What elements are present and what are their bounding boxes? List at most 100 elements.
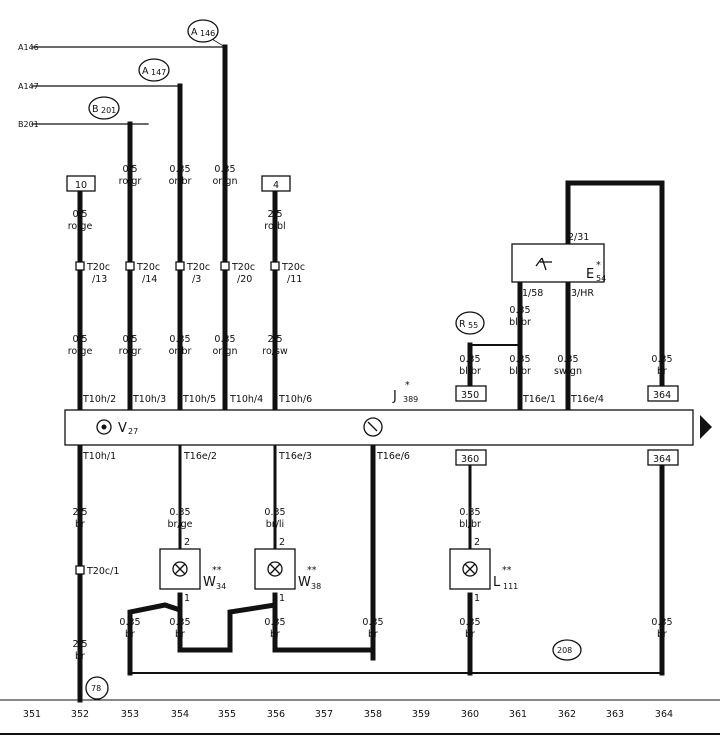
- svg-text:350: 350: [461, 390, 479, 401]
- module-v-label: V: [118, 421, 127, 436]
- svg-text:356: 356: [267, 709, 285, 720]
- svg-text:0.35: 0.35: [459, 507, 480, 518]
- ref-box-364-bottom: 364: [647, 449, 679, 466]
- svg-text:0.35: 0.35: [169, 164, 190, 175]
- module-v-sub: 27: [128, 427, 138, 436]
- svg-text:bl/br: bl/br: [509, 366, 531, 377]
- svg-text:362: 362: [558, 709, 576, 720]
- lamp-w38: 2 1 W 38 **: [254, 537, 321, 604]
- svg-text:or/gn: or/gn: [213, 176, 238, 187]
- svg-text:br: br: [270, 629, 280, 640]
- svg-text:0.35: 0.35: [459, 617, 480, 628]
- svg-text:T10h/2: T10h/2: [82, 394, 116, 405]
- ref-circle-208: 208: [552, 639, 582, 661]
- svg-text:359: 359: [412, 709, 430, 720]
- svg-text:0.35: 0.35: [169, 334, 190, 345]
- svg-text:br: br: [657, 366, 667, 377]
- svg-text:357: 357: [315, 709, 333, 720]
- svg-text:363: 363: [606, 709, 624, 720]
- svg-text:2: 2: [279, 537, 285, 548]
- conn-a146-text: A146: [18, 43, 39, 52]
- svg-text:364: 364: [653, 454, 671, 465]
- grid-numbers: 351 352 353 354 355 356 357 358 359 360 …: [23, 709, 673, 720]
- wire-w38-return: [272, 602, 376, 661]
- svg-text:br: br: [175, 629, 185, 640]
- ground-circle-78: 78: [85, 676, 109, 700]
- svg-text:**: **: [307, 565, 317, 576]
- svg-text:364: 364: [655, 709, 673, 720]
- switch-e54: 2/31 1/58 3/HR E 54 *: [511, 232, 606, 299]
- svg-text:0.5: 0.5: [72, 209, 87, 220]
- svg-text:54: 54: [596, 274, 606, 283]
- svg-text:0.35: 0.35: [459, 354, 480, 365]
- svg-text:T20c: T20c: [231, 262, 255, 273]
- svg-text:0.35: 0.35: [557, 354, 578, 365]
- svg-text:78: 78: [91, 684, 101, 693]
- svg-text:0.35: 0.35: [264, 617, 285, 628]
- svg-text:or/gn: or/gn: [213, 346, 238, 357]
- svg-text:352: 352: [71, 709, 89, 720]
- svg-text:E: E: [586, 267, 594, 282]
- svg-text:2: 2: [184, 537, 190, 548]
- svg-text:2.5: 2.5: [267, 209, 282, 220]
- wire-361-color: bl/br: [509, 317, 531, 328]
- svg-text:0.35: 0.35: [509, 354, 530, 365]
- svg-text:360: 360: [461, 709, 479, 720]
- svg-text:360: 360: [461, 454, 479, 465]
- wire-362-loop: [565, 180, 665, 388]
- wire-w34-return: [127, 592, 183, 676]
- svg-text:ro/gr: ro/gr: [119, 176, 142, 187]
- bulb-icon: [267, 561, 283, 577]
- connector-t20c-1: T20c/1: [75, 565, 119, 577]
- svg-text:R: R: [459, 319, 466, 330]
- svg-text:/20: /20: [237, 274, 252, 285]
- svg-text:/3: /3: [192, 274, 201, 285]
- svg-text:4: 4: [273, 180, 279, 191]
- wire-w34-to-358: [177, 592, 278, 653]
- svg-text:0.35: 0.35: [362, 617, 383, 628]
- svg-text:351: 351: [23, 709, 41, 720]
- module-j-label: J: [392, 389, 397, 404]
- svg-text:L: L: [493, 575, 501, 590]
- control-module-j389: V 27: [64, 409, 712, 446]
- svg-text:T16e/2: T16e/2: [183, 451, 217, 462]
- pin-labels-bottom: T10h/1 T16e/2 T16e/3 T16e/6: [82, 451, 410, 462]
- svg-text:10: 10: [75, 180, 87, 191]
- conn-circle-a146: A 146: [187, 19, 219, 43]
- svg-text:sw/gn: sw/gn: [554, 366, 582, 377]
- svg-text:T16e/6: T16e/6: [376, 451, 410, 462]
- module-j-sub: 389: [403, 395, 418, 404]
- svg-text:T20c/1: T20c/1: [86, 566, 119, 577]
- svg-text:ro/gr: ro/gr: [119, 346, 142, 357]
- svg-text:T10h/1: T10h/1: [82, 451, 116, 462]
- svg-text:ro/sw: ro/sw: [262, 346, 288, 357]
- svg-text:or/br: or/br: [169, 346, 192, 357]
- lamp-l111: 2 1 L 111 **: [449, 537, 518, 604]
- svg-text:38: 38: [311, 582, 321, 591]
- svg-text:ro/bl: ro/bl: [264, 221, 285, 232]
- conn-a147-text: A147: [18, 82, 39, 91]
- bulb-icon: [462, 561, 478, 577]
- fuse-box-10: 10: [66, 175, 96, 192]
- conn-circle-b201: B 201: [88, 96, 120, 120]
- svg-text:br: br: [75, 651, 85, 662]
- svg-text:361: 361: [509, 709, 527, 720]
- svg-text:0.35: 0.35: [169, 617, 190, 628]
- svg-text:br: br: [75, 519, 85, 530]
- svg-text:br/li: br/li: [266, 519, 284, 530]
- wire-361-size: 0.35: [509, 305, 530, 316]
- wire-labels-ground: 2.5 br 0.35 br 0.35 br 0.35 br 0.35 br 0…: [72, 617, 672, 662]
- svg-text:355: 355: [218, 709, 236, 720]
- connector-t20c-11: T20c /11: [270, 261, 305, 285]
- svg-text:/14: /14: [142, 274, 157, 285]
- svg-text:or/br: or/br: [169, 176, 192, 187]
- ref-box-360: 360: [455, 449, 487, 466]
- svg-text:2/31: 2/31: [568, 232, 589, 243]
- svg-text:0.5: 0.5: [72, 334, 87, 345]
- svg-text:0.35: 0.35: [651, 617, 672, 628]
- svg-text:W: W: [203, 575, 216, 590]
- svg-text:111: 111: [503, 582, 518, 591]
- svg-text:T10h/6: T10h/6: [278, 394, 312, 405]
- svg-text:/11: /11: [287, 274, 302, 285]
